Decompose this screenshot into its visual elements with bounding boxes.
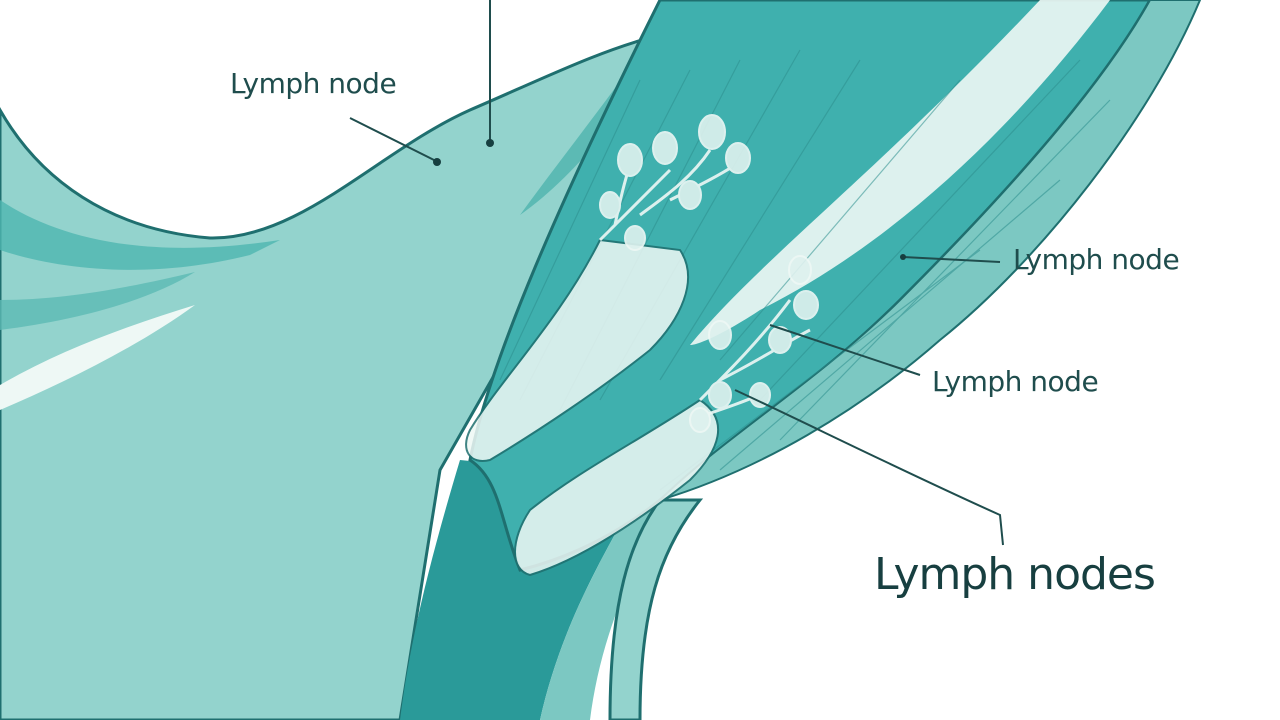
- arm-underside: [608, 498, 704, 720]
- pointer-dot-right: [900, 254, 906, 260]
- pointer-dot-upper: [486, 139, 494, 147]
- label-lymph-nodes-title: Lymph nodes: [874, 549, 1156, 600]
- label-lymph-node-top-left: Lymph node: [230, 67, 397, 100]
- leader-lines: [349, 0, 1004, 546]
- lymph-node-cluster-lower: [689, 255, 819, 433]
- lower-tendon-fan: [514, 398, 719, 577]
- label-lymph-node-right-middle: Lymph node: [932, 365, 1099, 398]
- torso-skin: [0, 32, 663, 720]
- label-lymph-node-right-upper: Lymph node: [1013, 243, 1180, 276]
- skin-fold-middle: [0, 272, 195, 330]
- upper-tendon-fan: [465, 238, 689, 462]
- pointer-dot-left: [433, 158, 441, 166]
- skin-fold-upper: [0, 200, 280, 270]
- skin-fold-lower: [0, 305, 195, 410]
- lymph-node-cluster-upper: [598, 114, 751, 251]
- muscle-fibers: [499, 49, 1111, 491]
